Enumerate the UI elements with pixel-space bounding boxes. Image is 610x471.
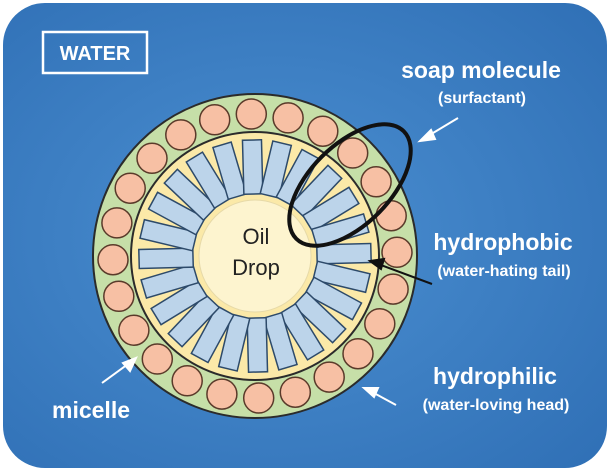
soap-molecule-title: soap molecule — [401, 57, 561, 83]
molecule-tail — [212, 141, 248, 201]
molecule-tail — [150, 279, 209, 326]
molecule-head — [242, 382, 275, 414]
molecule-tail — [190, 304, 235, 364]
molecule-head — [165, 119, 197, 151]
molecule-tail — [301, 186, 360, 233]
molecule-tail — [241, 139, 264, 196]
molecule-tail — [278, 302, 325, 361]
molecule-tail — [315, 242, 372, 265]
soap-molecule-arrow — [417, 117, 459, 143]
molecule-head — [136, 142, 168, 175]
molecule-head — [97, 243, 129, 276]
molecule-tail — [259, 140, 293, 199]
molecule-tail — [140, 263, 200, 299]
molecule-head — [198, 104, 231, 136]
water-label: WATER — [60, 43, 131, 65]
hydrophobic-title: hydrophobic — [433, 229, 572, 255]
highlight-molecule-ellipse — [287, 122, 413, 248]
soap-molecules-group — [97, 98, 413, 414]
molecule-head — [336, 137, 369, 169]
molecule-head — [307, 115, 339, 147]
molecule-head — [118, 314, 150, 346]
molecule-head — [364, 308, 396, 340]
oil-label-line1: Oil — [243, 224, 270, 249]
molecule-tail — [303, 276, 363, 321]
molecule-head — [360, 166, 392, 198]
molecule-head — [103, 280, 135, 313]
molecule-head — [381, 236, 413, 269]
molecule-head — [171, 365, 203, 397]
micelle-arrow — [101, 356, 138, 384]
hydrophobic-arrow — [367, 257, 433, 285]
molecule-tail — [262, 311, 298, 371]
molecule-tail — [185, 151, 232, 210]
oil-label-line2: Drop — [232, 255, 280, 280]
hydrophilic-arrow — [361, 387, 397, 406]
hydrophilic-title: hydrophilic — [433, 363, 557, 389]
hydrophilic-subtitle: (water-loving head) — [423, 397, 570, 414]
molecule-tail — [147, 191, 207, 236]
molecule-head — [141, 343, 174, 375]
molecule-head — [101, 207, 133, 239]
molecule-tail — [163, 168, 218, 222]
molecule-tail — [138, 247, 195, 270]
molecule-head — [377, 273, 409, 305]
molecule-tail — [275, 148, 320, 208]
molecule-tail — [289, 164, 343, 219]
hydrophobic-subtitle: (water-hating tail) — [437, 263, 570, 280]
molecule-tail — [246, 316, 269, 373]
molecule-tail — [292, 290, 347, 344]
water-label-box: WATER — [41, 30, 149, 75]
molecule-head — [375, 199, 407, 232]
molecule-head — [279, 376, 312, 408]
oil-drop-center — [198, 199, 312, 313]
molecule-tail — [167, 293, 221, 348]
molecule-tail — [217, 313, 251, 372]
molecule-tail — [139, 218, 198, 252]
molecule-head — [235, 98, 268, 130]
molecule-head — [342, 337, 374, 370]
molecule-tail — [312, 260, 371, 294]
micelle-label: micelle — [52, 397, 130, 423]
molecule-head — [206, 378, 238, 410]
soap-molecule-subtitle: (surfactant) — [438, 90, 526, 107]
molecule-head — [272, 102, 304, 134]
molecule-head — [313, 361, 345, 393]
molecule-head — [114, 172, 146, 204]
